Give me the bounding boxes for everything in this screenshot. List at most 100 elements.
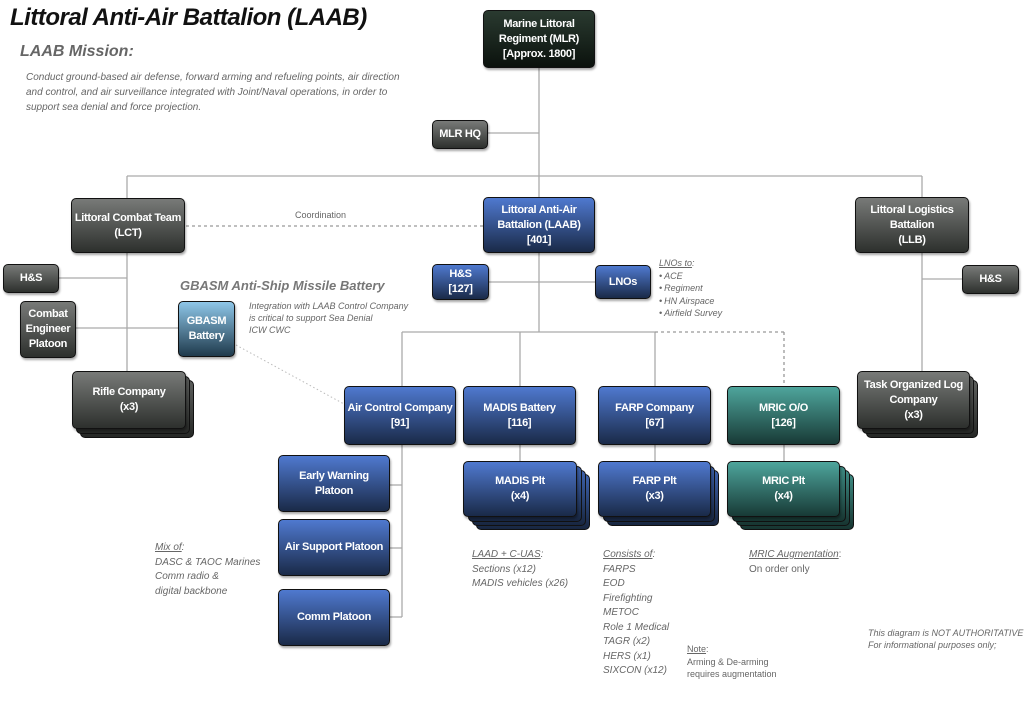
note-item: digital backbone bbox=[155, 585, 228, 597]
farp-augmentation-note: Note: Arming & De-arming requires augmen… bbox=[687, 644, 777, 679]
node-label: MLR HQ bbox=[439, 128, 481, 140]
note-item: Regiment bbox=[659, 282, 722, 295]
node-label: [126] bbox=[771, 416, 796, 429]
combat-engineer-node[interactable]: Combat Engineer Platoon bbox=[20, 301, 76, 358]
node-label: H&S bbox=[449, 268, 472, 280]
madis-note: LAAD + C-UAS: Sections (x12) MADIS vehic… bbox=[472, 548, 568, 592]
note-item: HN Airspace bbox=[659, 295, 722, 308]
note-item: Firefighting bbox=[603, 592, 653, 604]
farp-company-node[interactable]: FARP Company [67] bbox=[598, 386, 711, 445]
mlr-hq-node[interactable]: MLR HQ bbox=[432, 120, 488, 149]
coordination-label: Coordination bbox=[295, 210, 347, 220]
node-label: Air Control Company bbox=[347, 401, 453, 414]
gbasm-section-title: GBASM Anti-Ship Missile Battery bbox=[180, 278, 385, 293]
note-item: METOC bbox=[603, 607, 639, 618]
node-label: Rifle Company bbox=[92, 386, 166, 398]
madis-battery-node[interactable]: MADIS Battery [116] bbox=[463, 386, 576, 445]
node-label: Engineer bbox=[25, 323, 71, 335]
disclaimer-line: This diagram is NOT AUTHORITATIVE bbox=[868, 628, 1024, 638]
llb-node[interactable]: Littoral Logistics Battalion (LLB) bbox=[855, 197, 969, 253]
disclaimer: This diagram is NOT AUTHORITATIVE For in… bbox=[868, 627, 1023, 651]
note-item: Airfield Survey bbox=[659, 307, 722, 320]
note-item: EOD bbox=[603, 578, 625, 589]
node-label: (LCT) bbox=[114, 226, 142, 239]
node-label: (x4) bbox=[510, 490, 530, 502]
node-label: Battalion bbox=[889, 218, 935, 231]
note-item: Arming & De-arming bbox=[687, 656, 769, 667]
note-line: is critical to support Sea Denial bbox=[249, 313, 373, 323]
lnos-note: LNOs to: ACE Regiment HN Airspace Airfie… bbox=[659, 257, 722, 320]
early-warning-platoon-node[interactable]: Early Warning Platoon bbox=[278, 455, 390, 512]
gbasm-integration-dotted-line bbox=[235, 344, 345, 405]
lnos-node[interactable]: LNOs bbox=[595, 265, 651, 299]
note-line: Integration with LAAB Control Company bbox=[249, 301, 409, 311]
lct-hs-node[interactable]: H&S bbox=[3, 264, 59, 293]
node-label: MADIS Plt bbox=[495, 475, 545, 487]
note-line: ICW CWC bbox=[249, 325, 291, 335]
node-label: MRIC O/O bbox=[759, 401, 808, 414]
air-support-platoon-node[interactable]: Air Support Platoon bbox=[278, 519, 390, 576]
node-label: GBASM bbox=[186, 315, 227, 327]
mric-node[interactable]: MRIC O/O [126] bbox=[727, 386, 840, 445]
laab-hs-node[interactable]: H&S [127] bbox=[432, 264, 489, 300]
mlr-node[interactable]: Marine Littoral Regiment (MLR) [Approx. … bbox=[483, 10, 595, 68]
gbasm-node[interactable]: GBASM Battery bbox=[178, 301, 235, 357]
node-label: Company bbox=[889, 393, 938, 406]
node-label: (x3) bbox=[645, 490, 664, 502]
note-heading: Note bbox=[687, 644, 707, 654]
llb-hs-node[interactable]: H&S bbox=[962, 265, 1019, 294]
page-title: Littoral Anti-Air Battalion (LAAB) bbox=[10, 4, 367, 31]
disclaimer-line: For informational purposes only; bbox=[868, 640, 997, 650]
node-label: Battery bbox=[188, 330, 225, 342]
node-label: [116] bbox=[507, 416, 532, 429]
node-label: H&S bbox=[979, 273, 1002, 285]
mric-plt-node[interactable]: MRIC Plt (x4) bbox=[727, 461, 840, 517]
note-item: FARPS bbox=[603, 563, 636, 575]
farp-consists-note: Consists of: FARPS EOD Firefighting METO… bbox=[603, 548, 669, 679]
task-log-company-node[interactable]: Task Organized Log Company (x3) bbox=[857, 371, 970, 429]
node-label: Littoral Combat Team bbox=[74, 211, 182, 224]
air-control-mix-note: Mix of: DASC & TAOC Marines Comm radio &… bbox=[155, 541, 260, 599]
air-control-company-node[interactable]: Air Control Company [91] bbox=[344, 386, 456, 445]
node-label: MADIS Battery bbox=[483, 401, 556, 414]
node-label: (x4) bbox=[774, 490, 793, 502]
note-item: Sections (x12) bbox=[472, 563, 536, 575]
comm-platoon-node[interactable]: Comm Platoon bbox=[278, 589, 390, 646]
laab-node[interactable]: Littoral Anti-Air Battalion (LAAB) [401] bbox=[483, 197, 595, 253]
mission-text: Conduct ground-based air defense, forwar… bbox=[26, 72, 400, 113]
node-label: [401] bbox=[526, 233, 552, 246]
node-label: Littoral Logistics bbox=[870, 203, 954, 216]
note-item: Role 1 Medical bbox=[603, 621, 670, 633]
node-label: (LLB) bbox=[898, 233, 926, 246]
gbasm-integration-note: Integration with LAAB Control Company is… bbox=[249, 300, 408, 336]
note-item: MADIS vehicles (x26) bbox=[472, 578, 569, 589]
node-label: Marine Littoral bbox=[503, 17, 575, 30]
rifle-company-node[interactable]: Rifle Company (x3) bbox=[72, 371, 186, 429]
node-label: (x3) bbox=[904, 408, 923, 421]
madis-plt-node[interactable]: MADIS Plt (x4) bbox=[463, 461, 577, 517]
farp-plt-node[interactable]: FARP Plt (x3) bbox=[598, 461, 711, 517]
node-label: Platoon bbox=[28, 338, 68, 350]
node-label: H&S bbox=[19, 272, 43, 284]
note-item: ACE bbox=[659, 270, 722, 283]
node-label: Comm Platoon bbox=[296, 611, 371, 623]
node-label: Littoral Anti-Air bbox=[501, 203, 577, 216]
node-label: Task Organized Log bbox=[864, 378, 963, 391]
node-label: [91] bbox=[390, 416, 410, 429]
node-label: [67] bbox=[645, 416, 664, 429]
note-item: On order only bbox=[749, 563, 810, 575]
mission-heading: LAAB Mission: bbox=[20, 43, 134, 60]
note-item: TAGR (x2) bbox=[603, 636, 651, 647]
note-item: HERS (x1) bbox=[603, 650, 651, 662]
note-heading: LAAD + C-UAS bbox=[472, 549, 541, 560]
node-label: Air Support Platoon bbox=[284, 541, 384, 553]
note-heading: Mix of bbox=[155, 542, 182, 553]
note-item: SIXCON (x12) bbox=[603, 665, 667, 676]
note-item: DASC & TAOC Marines bbox=[155, 556, 261, 568]
lct-node[interactable]: Littoral Combat Team (LCT) bbox=[71, 198, 185, 253]
node-label: Early Warning Platoon bbox=[299, 469, 369, 497]
node-label: FARP Company bbox=[615, 401, 694, 414]
node-label: MRIC Plt bbox=[762, 475, 805, 487]
node-label: Regiment (MLR) bbox=[498, 32, 580, 45]
